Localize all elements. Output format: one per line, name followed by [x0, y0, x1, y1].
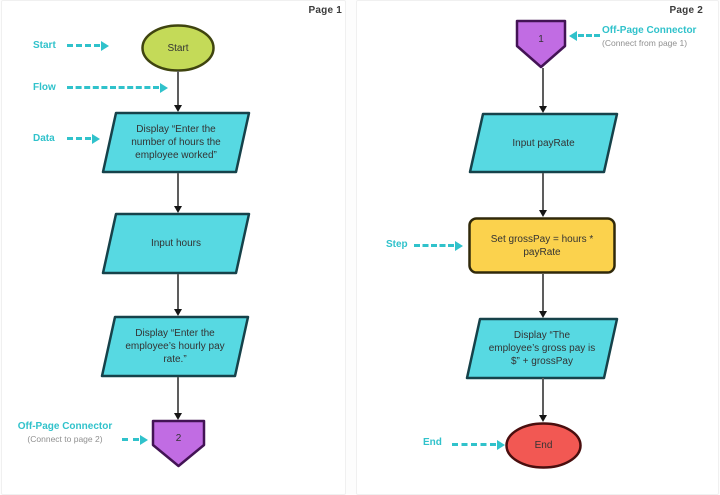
legend-offpage-title: Off-Page Connector — [602, 25, 697, 36]
offpage-connector-shape — [515, 19, 567, 69]
node-label: End — [534, 440, 553, 451]
data-shape — [101, 212, 251, 275]
arrowhead-icon — [538, 311, 547, 318]
arrowhead-icon — [497, 439, 505, 450]
offpage-connector-shape — [151, 419, 206, 468]
flow-arrow — [173, 274, 182, 316]
terminator-shape — [141, 24, 215, 72]
flow-arrow — [538, 68, 547, 113]
arrowhead-icon — [160, 82, 168, 93]
legend-start-label: Start — [33, 40, 56, 51]
node-label: Display “Enter the number of hours the e… — [131, 124, 221, 161]
legend-start-arrow — [67, 40, 109, 51]
node-label: Input payRate — [512, 137, 575, 149]
legend-step-label: Step — [386, 239, 408, 250]
arrowhead-icon — [538, 210, 547, 217]
arrowhead-icon — [173, 309, 182, 316]
flow-node-start[interactable]: Start — [141, 24, 215, 72]
flow-arrow — [173, 377, 182, 420]
legend-offpage-title: Off-Page Connector — [17, 421, 113, 432]
arrowhead-icon — [140, 434, 148, 445]
flow-node-display-rate-prompt[interactable]: Display “Enter the employee’s hourly pay… — [100, 315, 250, 378]
legend-data-label: Data — [33, 133, 55, 144]
legend-offpage-arrow-p2 — [569, 30, 600, 41]
flow-node-display-hours-prompt[interactable]: Display “Enter the number of hours the e… — [101, 111, 251, 174]
arrowhead-icon — [173, 206, 182, 213]
legend-flow-label: Flow — [33, 82, 56, 93]
node-label: 1 — [538, 33, 544, 45]
legend-flow-arrow — [67, 82, 168, 93]
legend-data-arrow — [67, 133, 100, 144]
flow-node-input-payrate[interactable]: Input payRate — [468, 112, 619, 174]
data-shape — [468, 112, 619, 174]
process-shape — [468, 217, 616, 274]
legend-offpage-block-p1: Off-Page Connector (Connect to page 2) — [8, 421, 122, 445]
node-label: Start — [167, 42, 189, 54]
arrowhead-icon — [538, 106, 547, 113]
flow-node-offpage-connector-1[interactable]: 1 — [515, 19, 567, 69]
flow-node-offpage-connector-2[interactable]: 2 — [151, 419, 206, 468]
terminator-shape — [505, 422, 582, 469]
node-label: Display “Enter the employee’s hourly pay… — [125, 328, 225, 365]
legend-offpage-sub: (Connect to page 2) — [27, 434, 103, 444]
page-2-header: Page 2 — [669, 5, 703, 16]
arrowhead-icon — [173, 105, 182, 112]
flow-arrow — [173, 71, 182, 112]
arrowhead-icon — [538, 415, 547, 422]
page-1-header: Page 1 — [308, 5, 342, 16]
legend-offpage-sub: (Connect from page 1) — [602, 38, 688, 48]
flow-arrow — [173, 173, 182, 213]
node-label: 2 — [175, 433, 182, 444]
arrowhead-icon — [173, 413, 182, 420]
flow-arrow — [538, 173, 547, 217]
legend-end-label: End — [423, 437, 442, 448]
arrowhead-icon — [455, 240, 463, 251]
data-shape — [100, 315, 250, 378]
legend-offpage-block-p2: Off-Page Connector (Connect from page 1) — [602, 25, 718, 49]
flow-arrow — [538, 378, 547, 422]
node-label: Set grossPay = hours * payRate — [490, 233, 594, 258]
legend-offpage-arrow-p1 — [122, 434, 148, 445]
node-label: Display “The employee’s gross pay is $” … — [488, 330, 596, 367]
flow-node-display-grosspay[interactable]: Display “The employee’s gross pay is $” … — [465, 317, 619, 380]
legend-step-arrow — [414, 240, 463, 251]
arrowhead-icon — [569, 30, 577, 41]
arrowhead-icon — [92, 133, 100, 144]
flow-arrow — [538, 274, 547, 318]
flow-node-step-grosspay[interactable]: Set grossPay = hours * payRate — [468, 217, 616, 274]
node-label: Input hours — [150, 238, 202, 249]
legend-end-arrow — [452, 439, 505, 450]
arrowhead-icon — [101, 40, 109, 51]
data-shape — [465, 317, 619, 380]
flow-node-input-hours[interactable]: Input hours — [101, 212, 251, 275]
flow-node-end[interactable]: End — [505, 422, 582, 469]
data-shape — [101, 111, 251, 174]
